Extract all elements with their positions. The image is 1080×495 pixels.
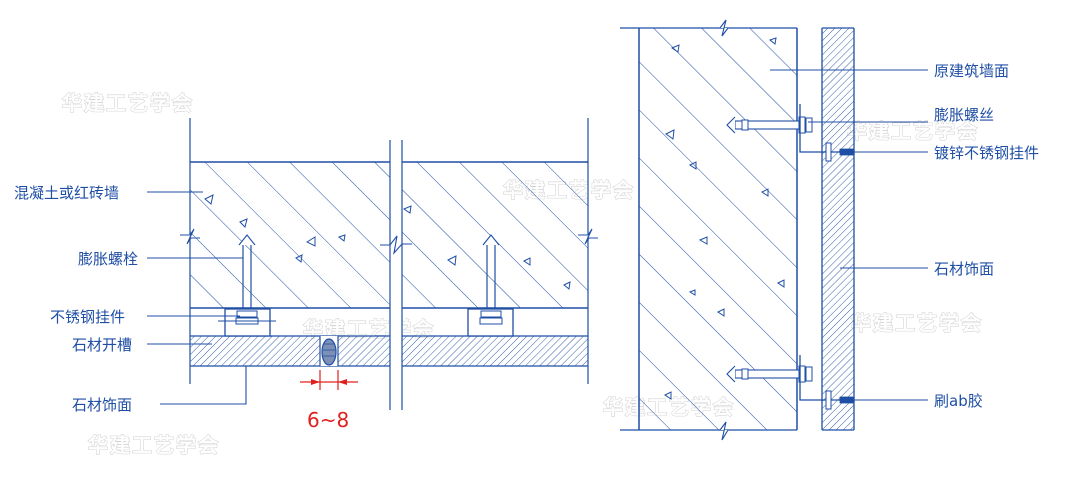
dimension-text: 6~8 [307, 408, 349, 432]
watermark-text: 华建工艺学会 [851, 311, 983, 335]
anchor-upper [726, 104, 855, 162]
elevation-leaders [770, 69, 928, 401]
label-expansion-bolt: 膨胀螺栓 [78, 250, 138, 268]
elevation-section [620, 19, 855, 441]
label-stone-finish-plan: 石材饰面 [72, 396, 132, 414]
label-wall: 混凝土或红砖墙 [14, 184, 119, 202]
expansion-bolt-left [218, 234, 276, 337]
plan-leaders [147, 191, 247, 405]
label-stone-finish-elevation: 石材饰面 [934, 260, 994, 278]
plan-labels: 混凝土或红砖墙 膨胀螺栓 不锈钢挂件 石材开槽 石材饰面 [14, 184, 138, 414]
plan-section [180, 118, 598, 410]
watermark-text: 华建工艺学会 [62, 91, 194, 115]
expansion-bolt-right [467, 234, 514, 337]
label-stainless-hanger: 不锈钢挂件 [50, 308, 125, 326]
joint-dimension [300, 370, 358, 390]
stone-joint [319, 336, 339, 366]
label-base-wall: 原建筑墙面 [934, 62, 1009, 80]
elevation-labels: 原建筑墙面 膨胀螺丝 镀锌不锈钢挂件 石材饰面 刷ab胶 [934, 62, 1039, 410]
label-ab-glue: 刷ab胶 [934, 392, 983, 410]
label-galvanized-hanger: 镀锌不锈钢挂件 [934, 144, 1039, 162]
label-stone-groove: 石材开槽 [72, 336, 132, 354]
anchor-lower [726, 355, 855, 410]
watermark-text: 华建工艺学会 [847, 119, 979, 143]
watermark-text: 华建工艺学会 [88, 433, 220, 457]
label-expansion-screw: 膨胀螺丝 [934, 106, 994, 124]
